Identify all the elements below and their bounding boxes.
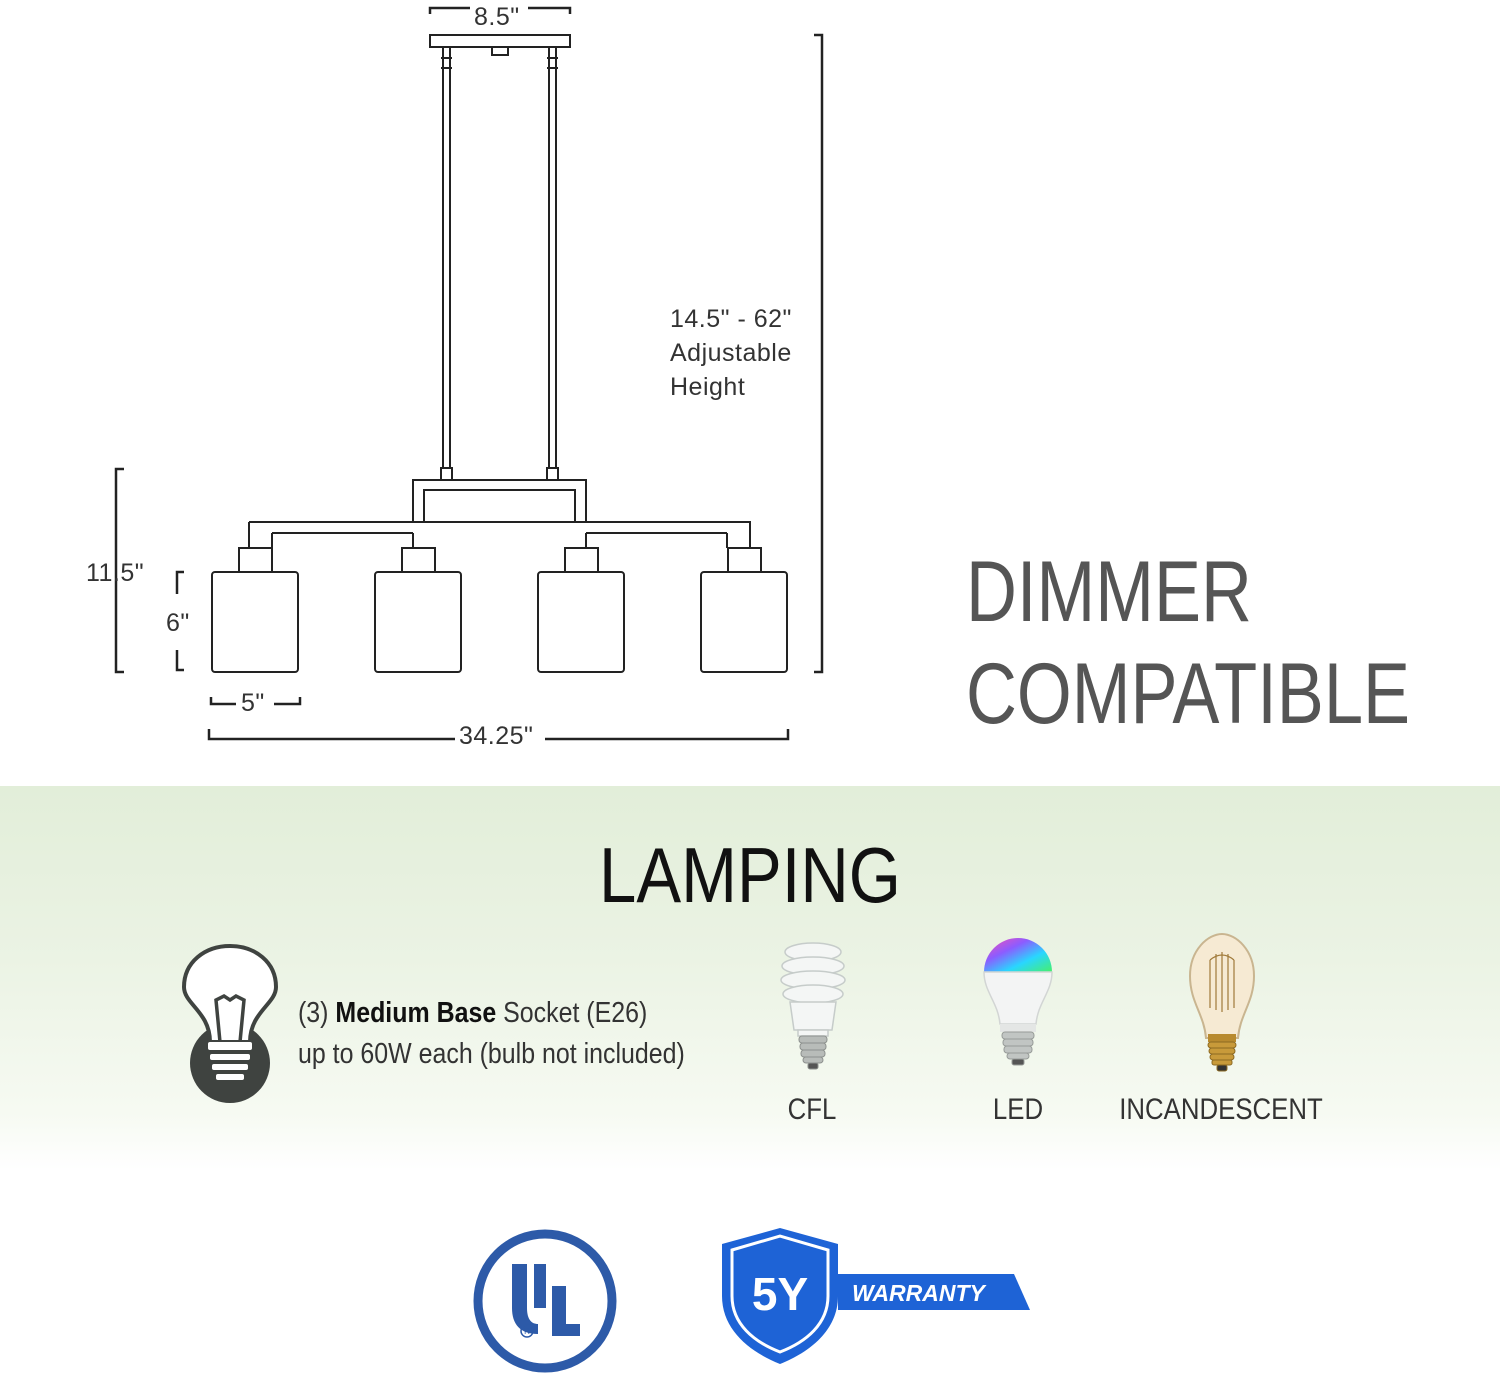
incandescent-bulb-icon bbox=[1188, 932, 1256, 1072]
bulb-label-incandescent: INCANDESCENT bbox=[1119, 1093, 1323, 1126]
dimmer-headline: DIMMER bbox=[966, 544, 1252, 640]
shade-4 bbox=[700, 571, 788, 673]
dim-shade-width: 5" bbox=[241, 689, 265, 717]
dim-shade-width-line bbox=[209, 697, 302, 706]
lamping-title: LAMPING bbox=[599, 831, 901, 919]
dim-height-line bbox=[814, 33, 824, 674]
dim-canopy-width: 8.5" bbox=[474, 3, 520, 31]
bulb-label-cfl: CFL bbox=[787, 1093, 837, 1126]
dim-canopy-line bbox=[428, 6, 572, 14]
dim-body-height: 11.5" bbox=[86, 559, 145, 587]
dim-overall-line bbox=[207, 729, 790, 741]
svg-text:R: R bbox=[524, 1327, 530, 1336]
rod-left bbox=[442, 46, 451, 478]
socket-base: Medium Base bbox=[335, 997, 497, 1029]
socket-type: Socket (E26) bbox=[503, 997, 648, 1029]
ul-certification-logo: R bbox=[473, 1229, 617, 1373]
warranty-label: WARRANTY bbox=[852, 1280, 988, 1306]
compatible-headline: COMPATIBLE bbox=[966, 646, 1411, 742]
arm-bar bbox=[248, 521, 751, 549]
shade-2 bbox=[374, 571, 462, 673]
bulb-label-led: LED bbox=[992, 1093, 1044, 1126]
bulb-socket-icon bbox=[181, 943, 279, 1103]
socket-description: (3) Medium Base Socket (E26) up to 60W e… bbox=[298, 993, 685, 1075]
warranty-years: 5Y bbox=[752, 1268, 808, 1320]
rod-right bbox=[548, 46, 557, 478]
warranty-badge-logo: 5Y WARRANTY bbox=[722, 1228, 1030, 1364]
dim-shade-line bbox=[175, 570, 184, 672]
socket-count: (3) bbox=[298, 997, 329, 1029]
dim-shade-height: 6" bbox=[166, 609, 190, 637]
dim-height-word1: Adjustable bbox=[670, 339, 792, 367]
canopy bbox=[429, 34, 571, 48]
dim-body-line bbox=[114, 467, 124, 674]
cfl-bulb-icon bbox=[780, 942, 846, 1070]
dim-height-range: 14.5" - 62" bbox=[670, 305, 792, 333]
wattage-line: up to 60W each (bulb not included) bbox=[298, 1038, 685, 1070]
fixture-dimension-diagram bbox=[114, 6, 824, 741]
canopy-mount bbox=[491, 46, 509, 56]
shade-1 bbox=[211, 571, 299, 673]
dim-height-word2: Height bbox=[670, 373, 746, 401]
led-bulb-icon bbox=[983, 938, 1053, 1066]
dim-overall-width: 34.25" bbox=[459, 722, 534, 750]
shade-3 bbox=[537, 571, 625, 673]
